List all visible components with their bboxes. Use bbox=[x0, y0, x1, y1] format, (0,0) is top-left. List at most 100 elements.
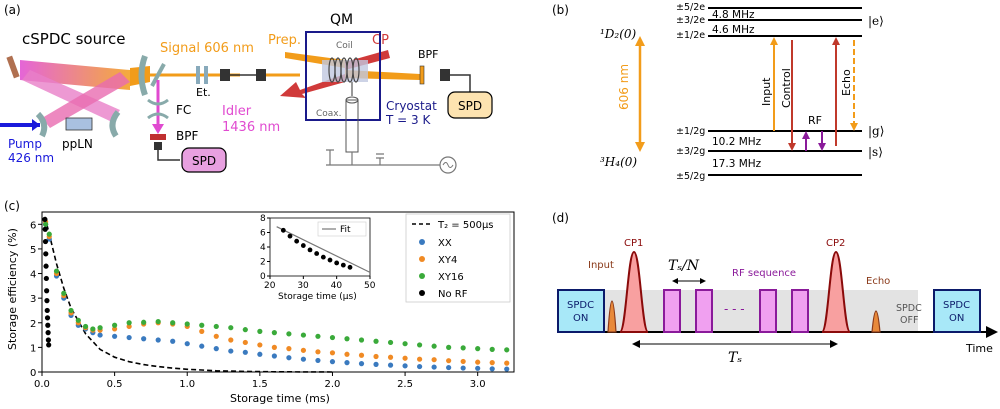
data-point-xy16 bbox=[213, 323, 219, 330]
pump-arrow-icon bbox=[32, 119, 40, 131]
data-point-xy16 bbox=[43, 221, 49, 227]
level-g-5-2-label: ±5/2g bbox=[676, 171, 705, 182]
data-point-xy16 bbox=[446, 344, 452, 350]
legend-xy4-label: XY4 bbox=[438, 255, 457, 266]
data-point-no-rf bbox=[43, 263, 49, 269]
fc-label: FC bbox=[176, 103, 191, 117]
data-point-no-rf bbox=[44, 307, 50, 314]
data-point-xx bbox=[329, 359, 336, 365]
ts-arrow-left-icon bbox=[632, 340, 640, 348]
rf-pulse-4 bbox=[791, 289, 809, 333]
data-point-xy16 bbox=[329, 334, 336, 341]
data-point-xy4 bbox=[199, 328, 205, 334]
x-tick-label: 1.5 bbox=[252, 379, 268, 390]
data-point-xx bbox=[271, 353, 277, 359]
legend-fit-label: T₂ = 500μs bbox=[437, 220, 494, 231]
y-tick-label: 1 bbox=[30, 343, 36, 354]
data-point-xy4 bbox=[286, 346, 292, 352]
level-g-3-2-label: ±3/2g bbox=[676, 146, 705, 157]
rf-source-wave bbox=[442, 162, 454, 168]
data-point-no-rf bbox=[44, 288, 50, 294]
panel-b: ¹D₂(0) ³H₄(0) 606 nm ±5/2e ±3/2e ±1/2e ±… bbox=[600, 2, 884, 182]
mirror-left-bottom bbox=[35, 111, 48, 138]
data-point-xy4 bbox=[446, 358, 452, 364]
data-point-xy16 bbox=[257, 328, 263, 334]
cavity-beam-cross-1 bbox=[22, 70, 120, 122]
etalon-plate-2 bbox=[204, 66, 208, 84]
data-point-xy4 bbox=[271, 344, 277, 350]
inset-fit-line bbox=[276, 226, 371, 273]
data-point-xy4 bbox=[242, 339, 248, 346]
time-arrow-icon bbox=[986, 326, 998, 338]
rf-arrow-down-icon bbox=[818, 143, 826, 151]
ts-over-n-label: Tₛ/N bbox=[668, 258, 700, 274]
data-point-xy16 bbox=[112, 322, 118, 328]
data-point-xx bbox=[417, 363, 423, 370]
data-point-no-rf bbox=[42, 226, 48, 232]
fc-lens-bottom bbox=[147, 112, 169, 120]
coax-label: Coax. bbox=[316, 109, 342, 119]
data-point-xx bbox=[242, 349, 248, 355]
qm-box bbox=[305, 31, 381, 121]
data-point-xy16 bbox=[475, 346, 481, 352]
excited-state-label: ¹D₂(0) bbox=[600, 27, 637, 41]
coil bbox=[328, 57, 360, 83]
data-point-xy4 bbox=[213, 333, 219, 339]
panel-d: Time SPDC ON SPDC ON SPDC OFF Input CP1 … bbox=[557, 238, 998, 366]
ground-state-label: ³H₄(0) bbox=[600, 155, 637, 169]
inset-data-point bbox=[334, 260, 340, 266]
data-point-xy16 bbox=[460, 345, 466, 351]
panel-a: cSPDC source Pump 426 nm ppLN Signal 606… bbox=[0, 12, 493, 174]
level-e-5-2-label: ±5/2e bbox=[676, 2, 705, 13]
fiber-idler bbox=[157, 150, 180, 161]
data-point-xx bbox=[300, 356, 307, 362]
x-tick-label: 2.5 bbox=[397, 379, 413, 390]
qm-title: QM bbox=[330, 12, 353, 28]
inset-data-point bbox=[280, 227, 286, 233]
coil-label: Coil bbox=[336, 41, 353, 51]
y-tick-label: 0 bbox=[30, 368, 36, 379]
inset-legend-box bbox=[317, 221, 367, 237]
wavelength-label: 606 nm bbox=[617, 64, 631, 110]
x-tick-label: 3.0 bbox=[470, 379, 486, 390]
data-point-xy16 bbox=[228, 325, 234, 331]
cp2-pulse bbox=[821, 250, 851, 333]
data-point-xy16 bbox=[90, 326, 96, 332]
echo-label: Echo bbox=[840, 69, 853, 96]
inset-data-point bbox=[294, 238, 300, 244]
level-e-3-2-label: ±3/2e bbox=[676, 15, 705, 26]
data-point-no-rf bbox=[43, 275, 49, 282]
cp1-pulse bbox=[619, 250, 649, 333]
data-point-xy4 bbox=[257, 342, 263, 348]
input-pulse bbox=[607, 300, 617, 333]
fiber-connector-idler bbox=[154, 142, 162, 150]
data-point-xy16 bbox=[53, 268, 60, 274]
data-point-xx bbox=[387, 362, 394, 368]
pump-label-1: Pump bbox=[8, 137, 42, 151]
legend-xy4-marker bbox=[419, 256, 425, 262]
inset-y-tick-label: 8 bbox=[260, 214, 266, 224]
cavity-beam-cross-2 bbox=[42, 72, 130, 128]
data-point-xy16 bbox=[271, 330, 277, 336]
inset-data-point bbox=[320, 254, 326, 260]
spd-signal-box bbox=[447, 91, 493, 119]
data-point-xy16 bbox=[417, 342, 423, 348]
data-point-xy4 bbox=[460, 358, 466, 365]
control-arrow-2-icon bbox=[832, 37, 840, 45]
cp2-label: CP2 bbox=[826, 238, 845, 249]
data-point-xx bbox=[489, 366, 495, 372]
mirror-right-bottom bbox=[109, 110, 121, 138]
cryostat-label-1: Cryostat bbox=[386, 99, 437, 113]
data-point-xy4 bbox=[373, 353, 379, 360]
x-tick-label: 1.0 bbox=[179, 379, 195, 390]
data-point-no-rf bbox=[46, 342, 52, 348]
spd-idler-box bbox=[181, 147, 227, 173]
spdc-on-2b: ON bbox=[949, 313, 964, 324]
data-point-xy16 bbox=[61, 290, 67, 296]
fiber-coupler-1 bbox=[220, 69, 230, 81]
fiber-signal-2 bbox=[450, 74, 471, 92]
data-point-xy16 bbox=[358, 337, 365, 343]
inset-data-point bbox=[340, 262, 346, 268]
legend-norf-marker bbox=[419, 290, 425, 296]
